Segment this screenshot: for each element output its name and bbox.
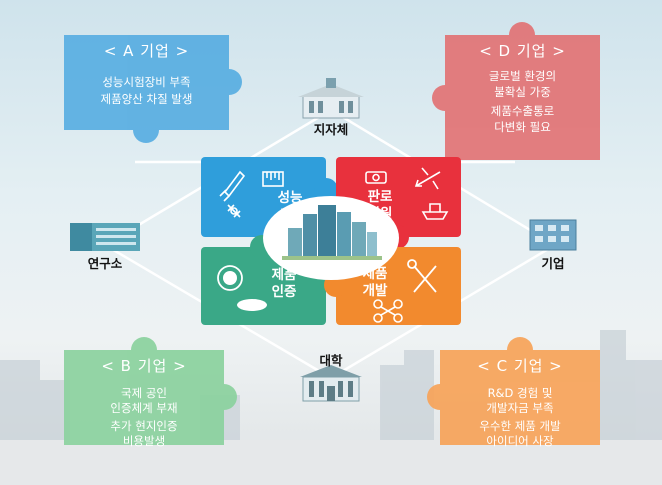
- tools-icon: [407, 259, 437, 293]
- corner-c-line: 개발자금 부족: [486, 401, 554, 415]
- corner-b-line: 국제 공인: [121, 386, 167, 400]
- node-label-company: 기업: [541, 256, 565, 271]
- corner-c-piece: [427, 337, 600, 445]
- corner-a-title: < A 기업 >: [103, 42, 190, 60]
- corner-b-line: 추가 현지인증: [110, 419, 178, 433]
- airplane-icon: [414, 167, 441, 190]
- corner-a-line: 제품양산 차질 발생: [100, 92, 193, 106]
- center-orange-label-1: 제품: [362, 266, 388, 282]
- node-label-local-government: 지자체: [313, 122, 349, 137]
- node-label-research-institute: 연구소: [87, 256, 123, 271]
- city-hall-icon: [298, 78, 364, 119]
- certification-seal-icon: [217, 265, 243, 291]
- ship-icon: [421, 203, 449, 220]
- corner-c-line: R&D 경험 및: [487, 386, 553, 400]
- center-green-label-1: 제품: [271, 267, 297, 283]
- corner-b-piece: [64, 337, 237, 445]
- certification-logo-icon: [237, 299, 267, 311]
- satellite-icon: [227, 204, 241, 218]
- corner-c-line: 우수한 제품 개발: [479, 419, 561, 433]
- university-icon: [300, 365, 362, 402]
- corner-d-line: 다변화 필요: [494, 120, 551, 134]
- corner-b-title: < B 기업 >: [101, 357, 187, 375]
- center-green-label-2: 인증: [271, 284, 297, 300]
- corner-d-line: 글로벌 환경의: [488, 69, 557, 83]
- corner-a-line: 성능시험장비 부족: [102, 75, 191, 89]
- corner-c-title: < C 기업 >: [477, 357, 563, 375]
- center-blue-label-2: 시험: [277, 207, 303, 223]
- center-red-label-1: 판로: [367, 189, 393, 205]
- corner-d-line: 불확실 가중: [494, 85, 551, 99]
- corner-a-piece: [64, 35, 242, 143]
- corner-d-title: < D 기업 >: [479, 42, 566, 60]
- center-blue-label-1: 성능: [277, 190, 303, 206]
- corner-b-line: 인증체계 부재: [110, 401, 178, 415]
- center-red-label-2: 지원: [367, 206, 393, 222]
- corner-b-line: 비용발생: [122, 434, 166, 448]
- corner-c-line: 아이디어 사장: [486, 434, 554, 448]
- ruler-icon: [262, 171, 284, 187]
- drone-icon: [373, 299, 403, 323]
- center-orange-label-2: 개발: [362, 283, 388, 299]
- research-institute-icon: [70, 223, 140, 251]
- city-skyline-icon: [282, 205, 382, 260]
- corner-d-piece: [432, 22, 600, 160]
- company-building-icon: [529, 219, 577, 251]
- money-icon: [365, 171, 387, 184]
- rocket-icon: [219, 170, 246, 202]
- ground: [0, 440, 662, 485]
- corner-d-line: 제품수출통로: [490, 104, 555, 118]
- node-label-university: 대학: [319, 353, 343, 368]
